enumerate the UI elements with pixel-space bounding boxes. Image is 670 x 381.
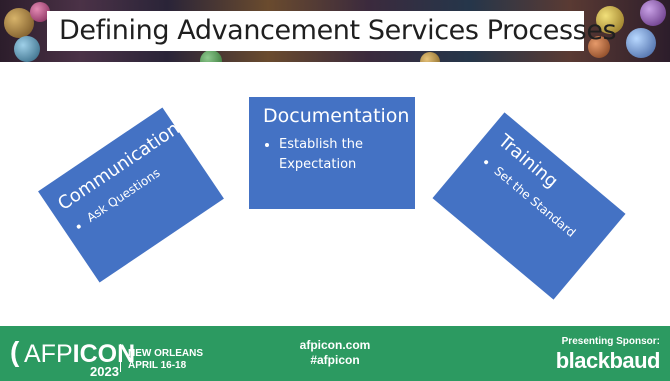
- bead-decoration: [4, 8, 34, 38]
- footer-bar: ( AFPICON 2023 NEW ORLEANS APRIL 16-18 a…: [0, 326, 670, 381]
- documentation-bullet: Establish the Expectation: [279, 135, 415, 175]
- bead-decoration: [200, 50, 222, 62]
- footer-links: afpicon.com #afpicon: [270, 338, 400, 368]
- afp-logo-year: 2023: [90, 364, 119, 379]
- afp-logo-city: NEW ORLEANS: [128, 348, 203, 359]
- header-banner: Defining Advancement Services Processes: [0, 0, 670, 62]
- afp-logo-wordmark: AFPICON: [24, 340, 135, 369]
- training-box: Training Set the Standard: [432, 112, 626, 300]
- afp-logo-icon: ICON: [72, 340, 136, 368]
- bead-decoration: [588, 36, 610, 58]
- afp-logo-divider: [120, 344, 121, 372]
- website-link[interactable]: afpicon.com: [299, 338, 371, 352]
- documentation-box: Documentation Establish the Expectation: [249, 97, 415, 209]
- title-box: Defining Advancement Services Processes: [47, 11, 617, 51]
- communication-box: Communication Ask Questions: [38, 107, 224, 283]
- hashtag-text: #afpicon: [310, 353, 360, 367]
- afp-logo-arc: (: [10, 336, 19, 367]
- afp-logo-dates: APRIL 16-18: [128, 360, 187, 371]
- sponsor-logo: blackbaud: [555, 348, 661, 373]
- bead-decoration: [626, 28, 656, 58]
- bead-decoration: [640, 0, 666, 26]
- sponsor-label: Presenting Sponsor:: [561, 336, 660, 347]
- slide-title: Defining Advancement Services Processes: [59, 15, 617, 46]
- bead-decoration: [14, 36, 40, 62]
- afp-logo-afp: AFP: [24, 340, 73, 368]
- afp-icon-logo: ( AFPICON 2023 NEW ORLEANS APRIL 16-18: [10, 336, 210, 379]
- bead-decoration: [30, 2, 50, 22]
- bead-decoration: [420, 52, 440, 62]
- documentation-heading: Documentation: [263, 105, 410, 127]
- documentation-bullets: Establish the Expectation: [263, 135, 415, 175]
- bead-decoration: [596, 6, 624, 34]
- afp-logo-location: NEW ORLEANS APRIL 16-18: [128, 348, 203, 372]
